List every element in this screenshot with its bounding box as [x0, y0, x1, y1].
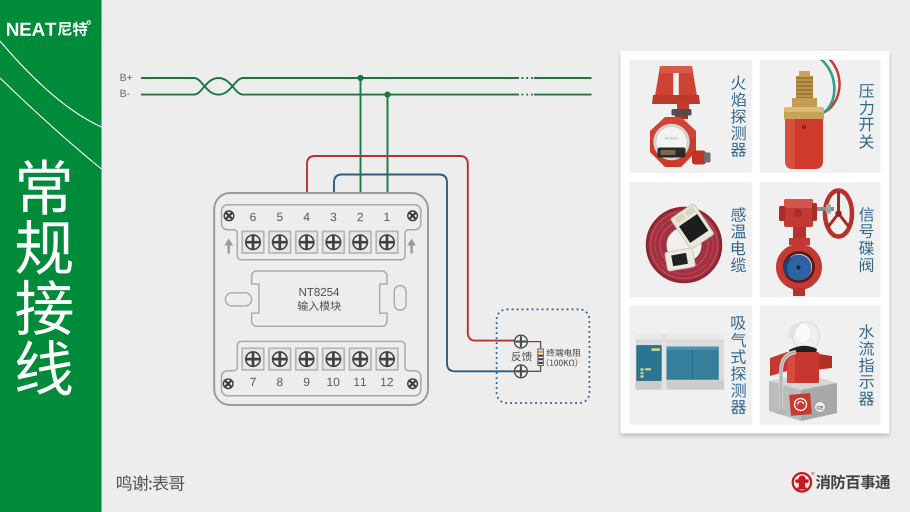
svg-text:R: R — [87, 20, 91, 25]
svg-text:NT-8021: NT-8021 — [665, 137, 678, 141]
svg-text:®: ® — [811, 471, 815, 476]
svg-text:CE: CE — [817, 406, 825, 412]
